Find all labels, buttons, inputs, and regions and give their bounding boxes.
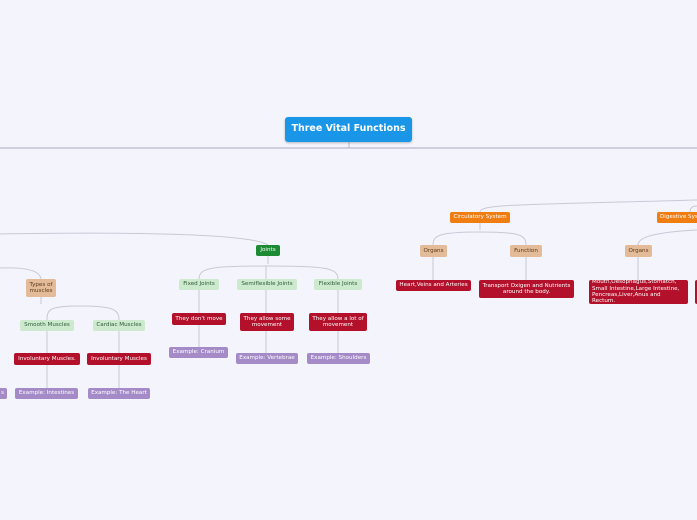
node-some-movement[interactable]: They allow some movement	[240, 313, 294, 331]
node-lot-movement[interactable]: They allow a lot of movement	[309, 313, 367, 331]
node-example-intestines[interactable]: Example: Intestines	[15, 388, 78, 399]
node-dont-move[interactable]: They don't move	[172, 313, 226, 325]
node-involuntary-cardiac[interactable]: Involuntary Muscles	[87, 353, 151, 365]
root-node[interactable]: Three Vital Functions	[285, 117, 412, 142]
node-smooth-muscles[interactable]: Smooth Muscles	[20, 320, 74, 331]
node-circulatory-system[interactable]: Circulatory System	[450, 212, 510, 223]
node-digestive-system[interactable]: Digestive System	[657, 212, 697, 223]
node-cardiac-muscles[interactable]: Cardiac Muscles	[93, 320, 145, 331]
node-organs-digestive[interactable]: Organs	[625, 245, 652, 257]
node-example-heart[interactable]: Example: The Heart	[88, 388, 150, 399]
node-edge-purple[interactable]: s	[0, 388, 7, 399]
node-types-of-muscles[interactable]: Types of muscles	[26, 279, 56, 297]
node-example-cranium[interactable]: Example: Cranium	[169, 347, 228, 358]
node-joints[interactable]: Joints	[256, 245, 280, 256]
node-function-circulatory[interactable]: Function	[510, 245, 542, 257]
node-transport-function[interactable]: Transport Oxigen and Nutrients around th…	[479, 280, 574, 298]
node-example-shoulders[interactable]: Example: Shoulders	[307, 353, 370, 364]
node-semiflexible-joints[interactable]: Semiflexible Joints	[237, 279, 297, 290]
node-heart-veins-arteries[interactable]: Heart,Veins and Arteries	[396, 280, 471, 291]
node-fixed-joints[interactable]: Fixed Joints	[179, 279, 219, 290]
node-edge-red[interactable]	[695, 280, 697, 304]
node-digestive-organs[interactable]: Mouth,Oesophagus,Stomatch, Small Intesti…	[589, 280, 688, 304]
node-example-vertebrae[interactable]: Example: Vertebrae	[236, 353, 298, 364]
node-flexible-joints[interactable]: Flexible Joints	[314, 279, 362, 290]
node-organs-circulatory[interactable]: Organs	[420, 245, 447, 257]
node-involuntary-smooth[interactable]: Involuntary Muscles.	[14, 353, 80, 365]
